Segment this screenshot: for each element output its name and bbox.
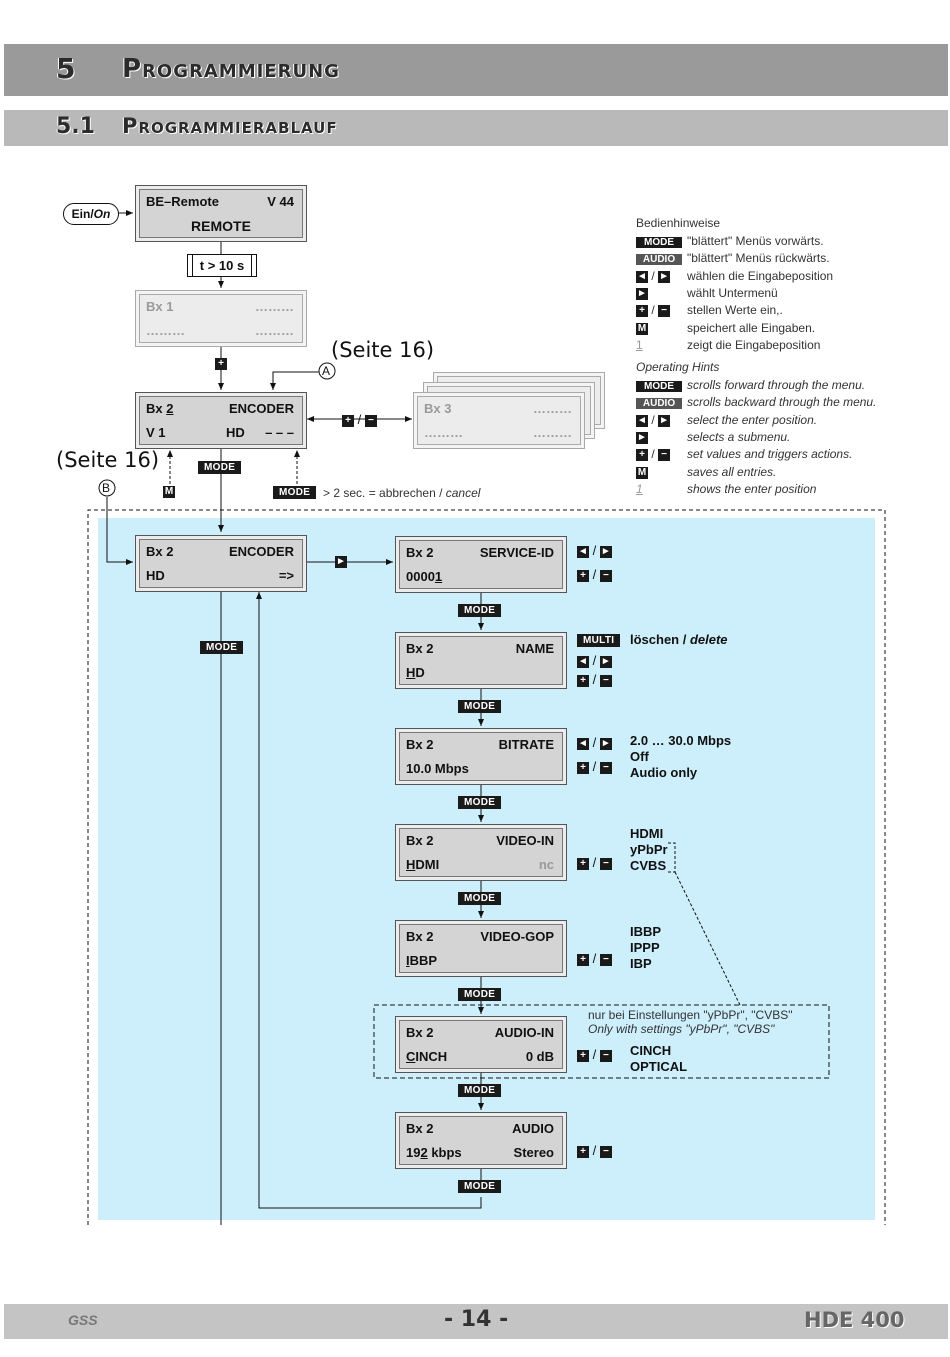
timer-label: t > 10 s	[187, 254, 257, 277]
legend-title-en: Operating Hints	[636, 360, 720, 374]
mode-badge-2: MODE	[458, 796, 502, 809]
cancel-hint: > 2 sec. = abbrechen / cancel	[323, 486, 481, 500]
section-number: 5	[56, 52, 76, 85]
lcd-bx1: Bx 1 ……… ……… ………	[135, 290, 307, 347]
lcd-menu-encoder: Bx 2 ENCODER HD =>	[135, 535, 307, 592]
mode-badge-1: MODE	[458, 700, 502, 713]
legend-title-de: Bedienhinweise	[636, 216, 721, 230]
mode-cancel-badge: MODE	[273, 486, 317, 499]
m-key-badge: M	[163, 486, 175, 498]
mode-key-badge: MODE	[198, 461, 242, 474]
brand-logo: GSS	[68, 1312, 98, 1328]
mode-badge-3: MODE	[458, 892, 502, 905]
section-header: 5 Programmierung	[4, 44, 948, 96]
lcd-bx2-encoder: Bx 2 ENCODER V 1 HD – – –	[135, 392, 307, 449]
section-title: Programmierung	[122, 54, 340, 84]
mode-badge-6: MODE	[458, 1180, 502, 1193]
model-name: HDE 400	[804, 1308, 905, 1332]
page-ref-a: (Seite 16)	[331, 338, 435, 362]
mode-badge-5: MODE	[458, 1084, 502, 1097]
mode-badge-4: MODE	[458, 988, 502, 1001]
mode-badge-0: MODE	[458, 604, 502, 617]
name-hint: löschen / delete	[630, 632, 728, 647]
lcd-remote: BE–Remote V 44 REMOTE	[135, 185, 307, 242]
mode-badge-left: MODE	[200, 641, 244, 654]
audioin-note-en: Only with settings "yPbPr", "CVBS"	[588, 1022, 775, 1036]
lcd-bx3: Bx 3 ……… ……… ………	[413, 392, 585, 449]
subsection-number: 5.1	[56, 114, 95, 139]
footer: GSS - 14 - HDE 400	[4, 1304, 948, 1339]
marker-a: A	[322, 364, 331, 378]
audioin-note-de: nur bei Einstellungen "yPbPr", "CVBS"	[588, 1008, 793, 1022]
page-ref-b: (Seite 16)	[56, 448, 160, 472]
power-button[interactable]: Ein/On	[63, 203, 119, 225]
subsection-title: Programmierablauf	[122, 114, 338, 138]
page-number: - 14 -	[444, 1307, 509, 1332]
multi-badge: MULTI	[577, 634, 621, 647]
subsection-header: 5.1 Programmierablauf	[4, 110, 948, 146]
plus-icon: +	[215, 358, 227, 370]
right-key-icon: ►	[335, 556, 347, 568]
plus-minus-keys: + / −	[342, 412, 377, 427]
marker-b: B	[102, 481, 111, 495]
